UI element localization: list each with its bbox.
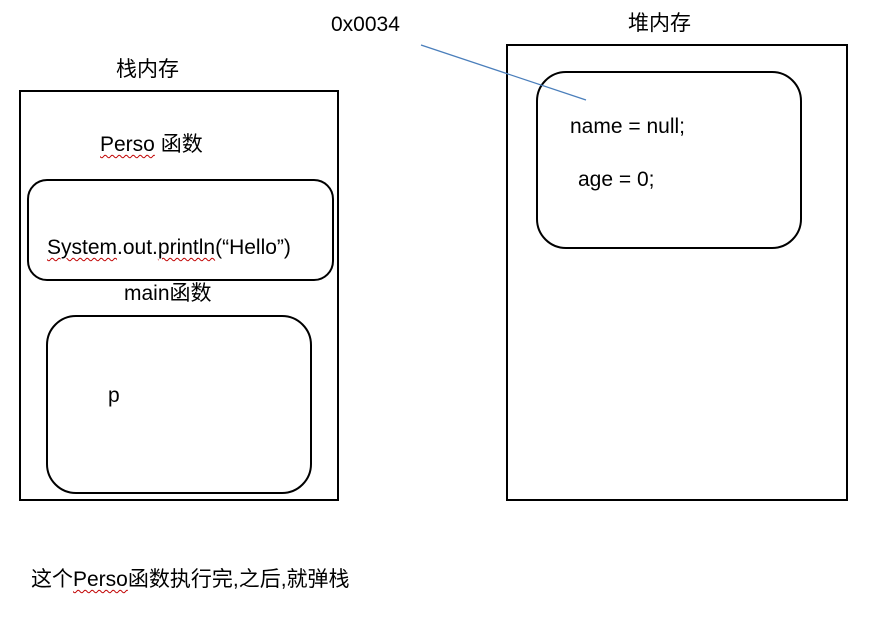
println-system: System [47, 236, 118, 259]
perso-function-suffix: 函数 [154, 133, 203, 156]
println-args: (“Hello”) [215, 236, 291, 259]
perso-function-name: Perso [100, 133, 155, 156]
heap-memory-frame [506, 44, 848, 501]
stack-memory-title: 栈内存 [116, 58, 179, 81]
println-method: println [157, 236, 216, 259]
caption: 这个Perso函数执行完,之后,就弹栈 [31, 567, 350, 593]
heap-object-address: 0x0034 [331, 13, 400, 36]
caption-part-1: 这个 [31, 568, 73, 591]
println-statement: System.out.println(“Hello”) [47, 235, 291, 261]
main-function-label: main函数 [124, 282, 212, 305]
heap-object-box [536, 71, 802, 249]
heap-memory-title: 堆内存 [628, 12, 691, 35]
caption-part-3: 函数执行完,之后,就弹栈 [127, 568, 350, 591]
caption-perso: Perso [73, 568, 128, 591]
main-frame-box [46, 315, 312, 494]
stack-memory-frame [19, 90, 339, 501]
println-out: .out. [117, 236, 158, 259]
heap-field-age: age = 0; [578, 168, 655, 191]
perso-frame-box [27, 179, 334, 281]
main-variable-p: p [108, 384, 120, 407]
heap-field-name: name = null; [570, 115, 685, 138]
perso-function-label: Perso 函数 [100, 132, 203, 158]
